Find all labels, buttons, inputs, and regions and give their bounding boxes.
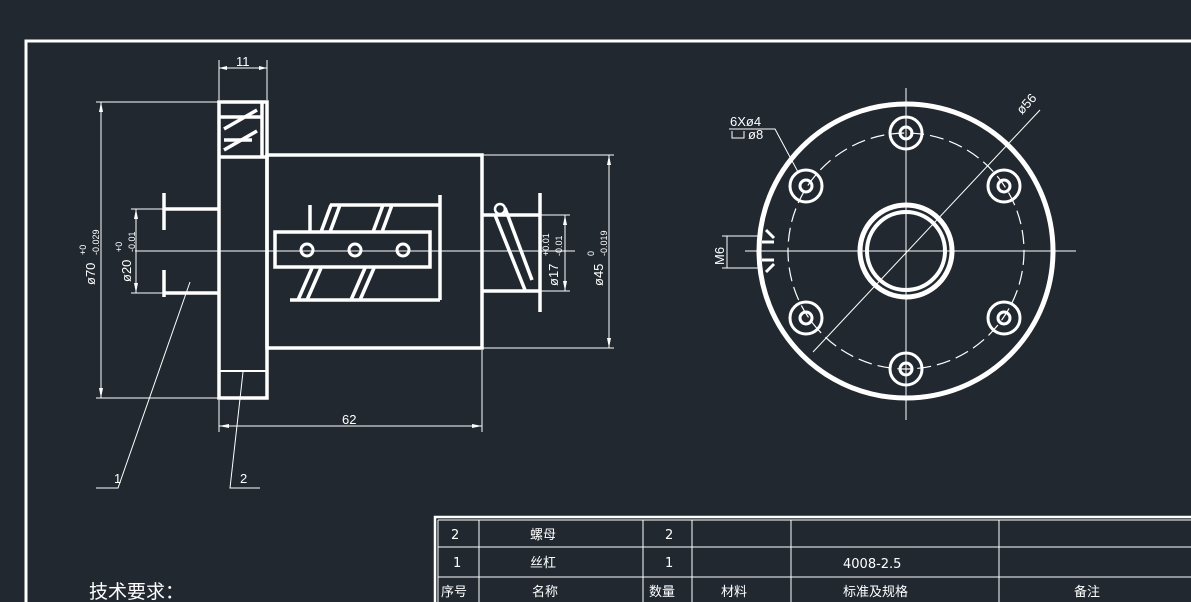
requirements-title: 技术要求： [89, 581, 184, 602]
bom-header-material: 材料 [721, 585, 747, 600]
dim-d45-tol-lower: -0.019 [599, 230, 609, 256]
right-shaft [482, 193, 542, 312]
dim-d70: ø70 [83, 263, 98, 285]
side-arrowheads [99, 66, 611, 428]
bom-header-no: 序号 [441, 585, 467, 600]
bolt-hole [788, 168, 824, 204]
front-dimension-lines [722, 109, 1041, 353]
nut-window [273, 230, 432, 269]
bolt-hole [888, 351, 924, 387]
dim-d45-group: ø45 0 -0.019 [586, 230, 609, 286]
dim-d45: ø45 [591, 264, 606, 286]
dim-thread: M6 [712, 247, 727, 265]
bom-header-spec: 标准及规格 [843, 584, 908, 600]
flange-section-hatch [219, 102, 264, 157]
left-shaft [162, 193, 219, 297]
dim-d17: ø17 [546, 264, 561, 286]
bolt-hole [986, 300, 1022, 336]
bolt-hole [986, 168, 1022, 204]
thread-hole [758, 228, 776, 274]
bom-table-lines [433, 515, 1191, 602]
flange-outline [217, 100, 269, 400]
dim-d20: ø20 [119, 260, 134, 282]
leader-label-part1: 1 [114, 471, 121, 486]
dim-d17-tol-lower: -0.01 [554, 235, 564, 256]
dim-length: 62 [342, 412, 356, 427]
side-dimension-lines [96, 60, 614, 489]
side-view [96, 60, 614, 489]
dim-d20-tol-upper: +0 [114, 242, 124, 252]
dim-d45-tol-upper: 0 [586, 251, 596, 256]
thread-lines [290, 195, 442, 302]
drawing-border [24, 39, 1191, 602]
dim-d20-group: ø20 +0 -0.01 [114, 231, 137, 282]
dim-flange-width: 11 [236, 54, 250, 69]
balls [299, 242, 411, 258]
bolt-holes [788, 115, 1022, 387]
leader-label-part2: 2 [240, 471, 247, 486]
dim-d70-tol-lower: -0.029 [91, 229, 101, 255]
bom-header-name: 名称 [532, 584, 558, 600]
dim-d17-tol-upper: +0.01 [541, 233, 551, 256]
bom-row-qty: 1 [665, 556, 673, 571]
bom-row-spec: 4008-2.5 [843, 557, 901, 572]
dim-d20-tol-lower: -0.01 [127, 231, 137, 252]
bom-row-name: 螺母 [530, 528, 556, 543]
bom-header-remark: 备注 [1074, 584, 1100, 600]
dim-counterbore: ø8 [748, 127, 763, 142]
dim-pitch-circle: ø56 [1013, 90, 1039, 117]
bolt-hole [888, 115, 924, 151]
bom-row-no: 1 [453, 556, 461, 571]
dim-d70-group: ø70 +0 -0.029 [78, 229, 101, 285]
dim-d70-tol-upper: +0 [78, 245, 88, 255]
dim-holes-count: 6Xø4 [730, 114, 761, 129]
bom-row-qty: 2 [665, 528, 673, 543]
bom-row-no: 2 [451, 528, 459, 543]
front-view [722, 88, 1076, 420]
bom-row-name: 丝杠 [530, 555, 556, 571]
bom-header-qty: 数量 [649, 585, 675, 600]
dim-d17-group: ø17 +0.01 -0.01 [541, 233, 564, 286]
bolt-hole [788, 300, 824, 336]
